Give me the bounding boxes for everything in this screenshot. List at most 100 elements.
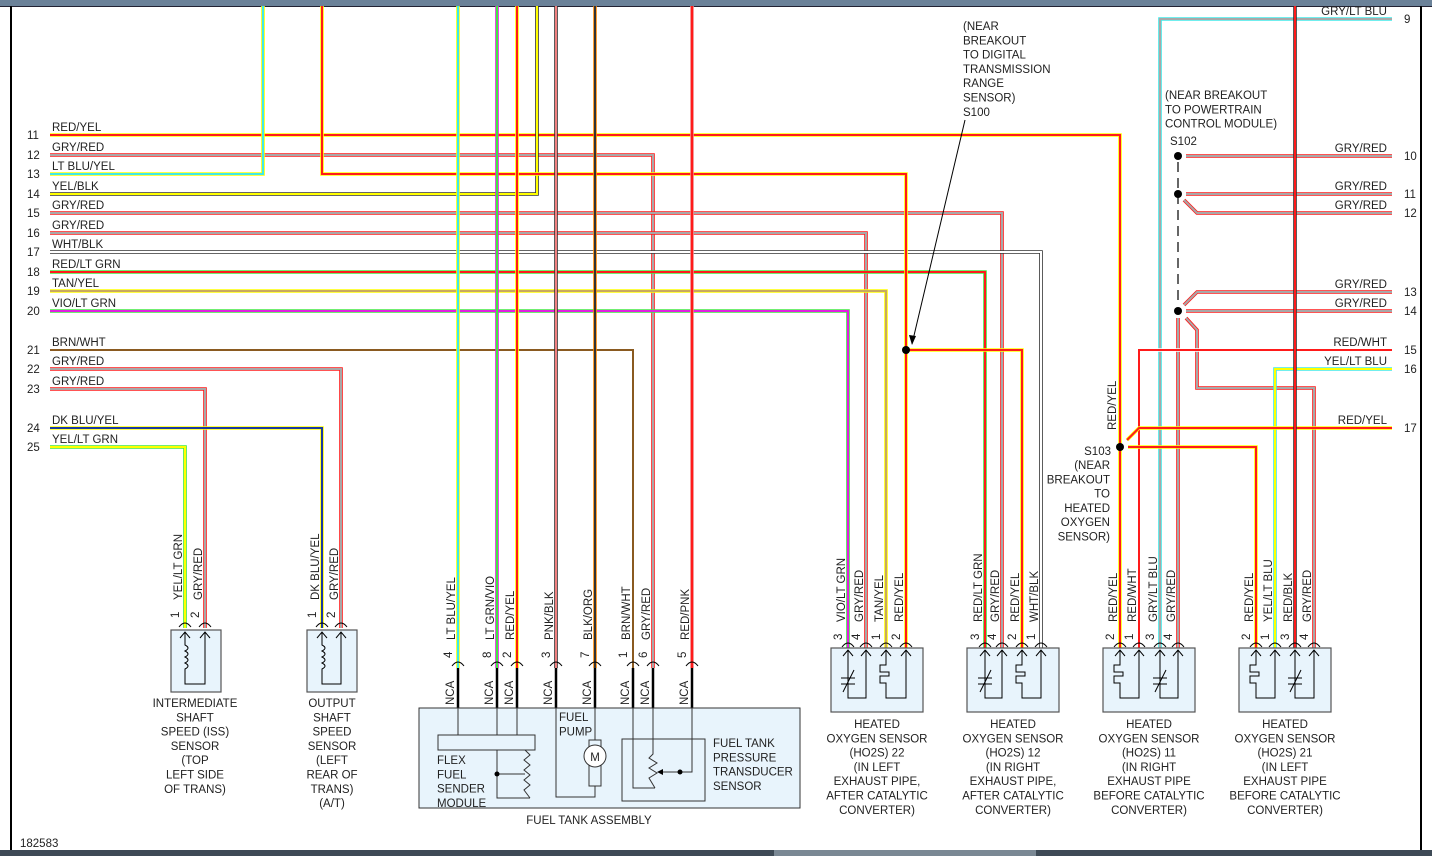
diagram-frame-left bbox=[10, 6, 12, 850]
left-pin-wire-label: DK BLU/YEL bbox=[52, 415, 119, 427]
connector-wire-label: RED/BLK bbox=[1283, 572, 1295, 622]
connector-arch bbox=[334, 622, 348, 628]
motor-icon bbox=[583, 744, 607, 768]
ho2s11-sensor-name: OXYGEN SENSOR bbox=[1099, 733, 1200, 745]
wire-left-18 bbox=[50, 270, 987, 648]
junction-dot bbox=[677, 769, 683, 775]
wire-core bbox=[1183, 291, 1392, 306]
ho2s22-sensor-name: (IN LEFT bbox=[854, 762, 901, 774]
wire-right-17 bbox=[1125, 426, 1392, 442]
connector-pin-number: 4 bbox=[443, 651, 455, 658]
connector-pin-number: 3 bbox=[1145, 634, 1157, 640]
junction-dot bbox=[494, 771, 500, 777]
coil-icon bbox=[320, 632, 342, 685]
fuel-pump-label: FUEL bbox=[559, 712, 589, 724]
left-pin-wire-label: TAN/YEL bbox=[52, 278, 100, 290]
left-pin-number: 20 bbox=[27, 306, 40, 318]
connector-wire-label: GRY/RED bbox=[990, 570, 1002, 622]
connector-pin-number: 6 bbox=[638, 652, 650, 658]
connector-arch bbox=[859, 642, 873, 648]
s100-note: BREAKOUT bbox=[963, 35, 1026, 47]
right-pin-wire-label: GRY/RED bbox=[1335, 143, 1387, 155]
nca-label: NCA bbox=[484, 680, 496, 705]
connector-arch bbox=[1034, 642, 1048, 648]
right-pin-number: 13 bbox=[1404, 287, 1417, 299]
connector-pin-number: 1 bbox=[1260, 634, 1272, 640]
internal-wire bbox=[632, 708, 693, 789]
nca-label: NCA bbox=[445, 680, 457, 705]
ho2s12-sensor-name: AFTER CATALYTIC bbox=[962, 791, 1064, 803]
s103-note: (NEAR bbox=[1074, 460, 1110, 472]
connector-pin-number: 4 bbox=[987, 633, 999, 640]
s103-note: HEATED bbox=[1064, 503, 1110, 515]
connector-pin-number: 3 bbox=[970, 634, 982, 640]
ho2s22-sensor-name: HEATED bbox=[854, 719, 900, 731]
variable-sensor-icon bbox=[978, 669, 992, 693]
s103-note: TO bbox=[1094, 489, 1110, 501]
wires-layer bbox=[50, 6, 1392, 668]
wire-stripe bbox=[320, 6, 908, 648]
wire-core bbox=[50, 154, 654, 668]
wire-left-14 bbox=[50, 6, 539, 196]
ho2s21-sensor-body bbox=[1238, 647, 1332, 713]
connector-wire-label: WHT/BLK bbox=[1029, 571, 1041, 622]
wire-core bbox=[50, 212, 1003, 648]
wire-stripe bbox=[1125, 426, 1392, 442]
connector-arch bbox=[1249, 642, 1263, 648]
connector-arch bbox=[879, 642, 893, 648]
connector-pin-number: 1 bbox=[170, 612, 182, 618]
left-pin-number: 12 bbox=[27, 150, 40, 162]
connector-pin-number: 3 bbox=[833, 634, 845, 640]
connector-arch bbox=[995, 642, 1009, 648]
ho2s22-sensor-body bbox=[830, 647, 924, 713]
connector-arch bbox=[1132, 642, 1146, 648]
ho2s21-sensor-name: HEATED bbox=[1262, 719, 1308, 731]
connector-wire-label: RED/LT GRN bbox=[973, 553, 985, 622]
left-pin-number: 25 bbox=[27, 442, 40, 454]
connector-pin-number: 7 bbox=[580, 652, 592, 658]
ho2s22-sensor-name: AFTER CATALYTIC bbox=[826, 791, 928, 803]
s103-note: BREAKOUT bbox=[1047, 474, 1110, 486]
s103-note: OXYGEN bbox=[1061, 517, 1110, 529]
right-pin-wire-label: GRY/RED bbox=[1335, 298, 1387, 310]
wire-s103-ho2s21 bbox=[1128, 445, 1258, 648]
s102-note: CONTROL MODULE) bbox=[1165, 119, 1277, 131]
wire-core bbox=[321, 6, 907, 648]
flex-fuel-label: SENDER bbox=[437, 784, 485, 796]
variable-sensor-icon bbox=[1288, 669, 1302, 693]
connector-pin-number: 2 bbox=[502, 652, 514, 658]
left-pin-number: 18 bbox=[27, 267, 40, 279]
connector-wire-label: RED/YEL bbox=[894, 572, 906, 622]
left-pin-number: 22 bbox=[27, 364, 40, 376]
left-pin-wire-label: GRY/RED bbox=[52, 376, 104, 388]
sensor-circuit bbox=[847, 650, 867, 699]
left-pin-wire-label: GRY/RED bbox=[52, 356, 104, 368]
connector-pin-number: 2 bbox=[1007, 634, 1019, 640]
connector-pin-number: 1 bbox=[618, 652, 630, 658]
ho2s11-sensor-name: EXHAUST PIPE bbox=[1107, 776, 1191, 788]
sensor-circuit bbox=[984, 650, 1003, 699]
connector-wire-label: GRY/RED bbox=[854, 570, 866, 622]
nca-label: NCA bbox=[620, 680, 632, 705]
wire-core bbox=[50, 251, 1042, 648]
wire-s102-ho2s21 bbox=[1184, 316, 1316, 648]
right-pin-number: 17 bbox=[1404, 423, 1417, 435]
left-pin-wire-label: LT BLU/YEL bbox=[52, 161, 115, 173]
wire-core bbox=[1183, 199, 1392, 214]
ho2s22-sensor-name: CONVERTER) bbox=[839, 805, 915, 817]
connector-pin-number: 2 bbox=[1105, 634, 1117, 640]
connector-pin-number: 4 bbox=[1163, 633, 1175, 640]
ho2s12-sensor-name: CONVERTER) bbox=[975, 805, 1051, 817]
sensor-circuit bbox=[1294, 650, 1315, 699]
right-pin-number: 14 bbox=[1404, 306, 1417, 318]
nca-label: NCA bbox=[504, 680, 516, 705]
heater-icon bbox=[879, 650, 907, 699]
window-top-bar bbox=[0, 0, 1432, 7]
wire-left-17 bbox=[50, 250, 1043, 648]
ho2s21-sensor-name: CONVERTER) bbox=[1247, 805, 1323, 817]
connector-pin-number: 2 bbox=[326, 612, 338, 618]
wire-s100-branch bbox=[906, 348, 1024, 648]
connector-wire-label: VIO/LT GRN bbox=[836, 558, 848, 622]
iss-sensor-body bbox=[170, 629, 222, 693]
